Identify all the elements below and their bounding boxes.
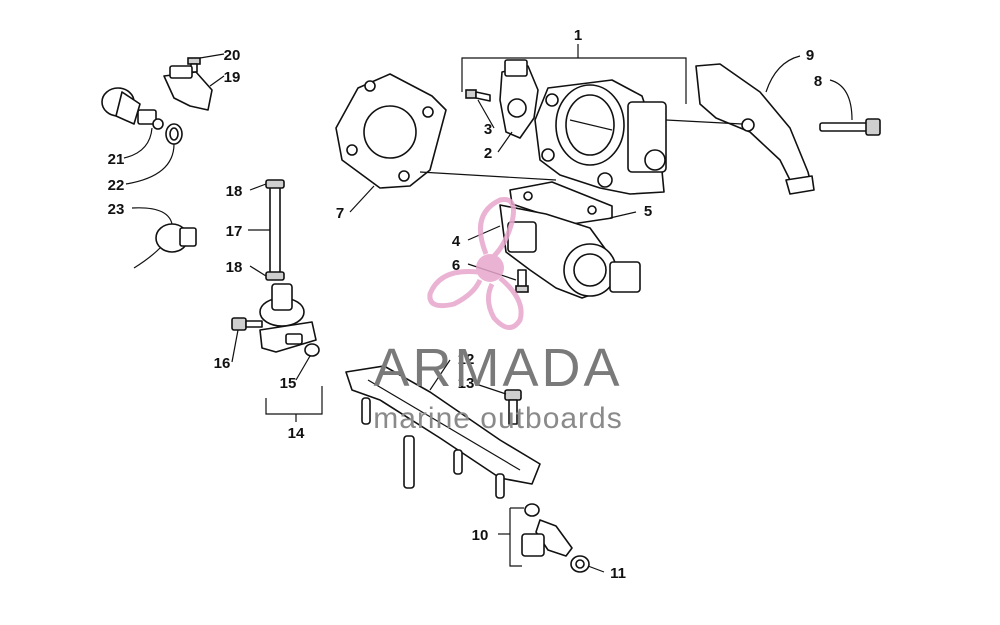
- regulator-bolt: [231, 317, 263, 331]
- watermark-subtitle: marine outboards: [373, 402, 622, 435]
- callout-18-bottom: 18: [226, 259, 243, 276]
- callout-3: 3: [484, 121, 492, 138]
- fuel-pressure-regulator: [259, 283, 317, 353]
- callout-5: 5: [644, 203, 652, 220]
- callout-19: 19: [224, 69, 241, 86]
- callout-10: 10: [472, 527, 489, 544]
- callout-1: 1: [574, 27, 582, 44]
- gasket: [335, 73, 447, 189]
- fuel-rail: [345, 365, 541, 499]
- watermark-title: ARMADA: [373, 338, 622, 398]
- coolant-temp-sensor: [101, 87, 164, 130]
- callout-21: 21: [108, 151, 125, 168]
- sensor-screw: [465, 89, 491, 102]
- callout-22: 22: [108, 177, 125, 194]
- watermark: ARMADA marine outboards: [373, 196, 622, 435]
- callout-2: 2: [484, 145, 492, 162]
- intake-temp-sensor: [163, 65, 213, 111]
- callout-11: 11: [610, 565, 626, 582]
- injector-o-ring-bottom: [570, 555, 590, 573]
- hose-clamp-top: [265, 179, 285, 189]
- rail-bolt: [504, 389, 522, 425]
- bracket: [695, 63, 815, 195]
- callout-18-top: 18: [226, 183, 243, 200]
- callout-7: 7: [336, 205, 344, 222]
- callout-15: 15: [280, 375, 297, 392]
- callout-13: 13: [458, 375, 475, 392]
- throttle-body: [534, 79, 667, 195]
- callout-labels: 1 2 3 4 5 6 7 8 9 10 11 12 13 14 15 16 1…: [108, 27, 823, 582]
- injector-o-ring-top: [524, 503, 540, 517]
- callout-17: 17: [226, 223, 243, 240]
- callout-6: 6: [452, 257, 460, 274]
- throttle-position-sensor: [499, 59, 539, 139]
- bracket-bolt: [819, 118, 881, 136]
- knock-sensor: [133, 223, 197, 269]
- propeller-logo-icon: [427, 196, 524, 330]
- fuel-injector: [521, 519, 573, 557]
- callout-23: 23: [108, 201, 125, 218]
- iac-screw: [515, 269, 529, 293]
- sensor-o-ring: [165, 123, 183, 145]
- hose-clamp-bottom: [265, 271, 285, 281]
- callout-20: 20: [224, 47, 241, 64]
- callout-12: 12: [458, 351, 475, 368]
- callout-9: 9: [806, 47, 814, 64]
- idle-air-control-valve: [499, 204, 641, 299]
- callout-8: 8: [814, 73, 822, 90]
- leader-lines: [123, 44, 853, 573]
- regulator-o-ring: [304, 343, 320, 357]
- callout-4: 4: [452, 233, 461, 250]
- callout-16: 16: [214, 355, 231, 372]
- fuel-hose: [269, 183, 281, 275]
- callout-14: 14: [288, 425, 305, 442]
